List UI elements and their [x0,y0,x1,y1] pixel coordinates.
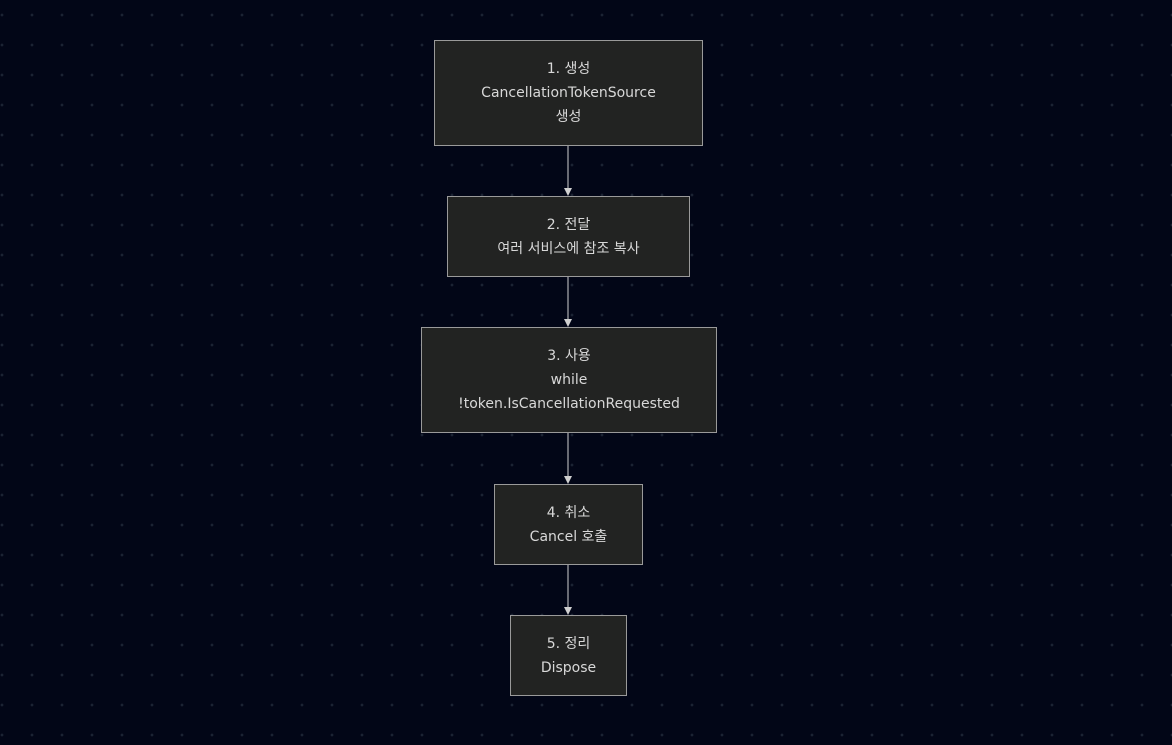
node-title: 2. 전달 [546,216,591,233]
node-text: Cancel 호출 [529,528,608,545]
node-text: 여러 서비스에 참조 복사 [497,240,640,257]
node-dispose[interactable]: 5. 정리 Dispose [510,615,627,696]
node-text: Dispose [540,659,597,676]
node-title: 5. 정리 [546,635,591,652]
node-title: 1. 생성 [546,61,591,77]
node-cancel[interactable]: 4. 취소 Cancel 호출 [494,484,643,565]
node-pass[interactable]: 2. 전달 여러 서비스에 참조 복사 [447,196,690,277]
node-text: while [550,372,588,388]
node-text: 생성 [555,109,582,125]
node-text: !token.IsCancellationRequested [458,396,680,412]
node-title: 3. 사용 [547,348,591,364]
node-use[interactable]: 3. 사용 while !token.IsCancellationRequest… [421,327,717,433]
node-text: CancellationTokenSource [481,85,656,101]
node-title: 4. 취소 [546,504,591,521]
node-create[interactable]: 1. 생성 CancellationTokenSource 생성 [434,40,703,146]
